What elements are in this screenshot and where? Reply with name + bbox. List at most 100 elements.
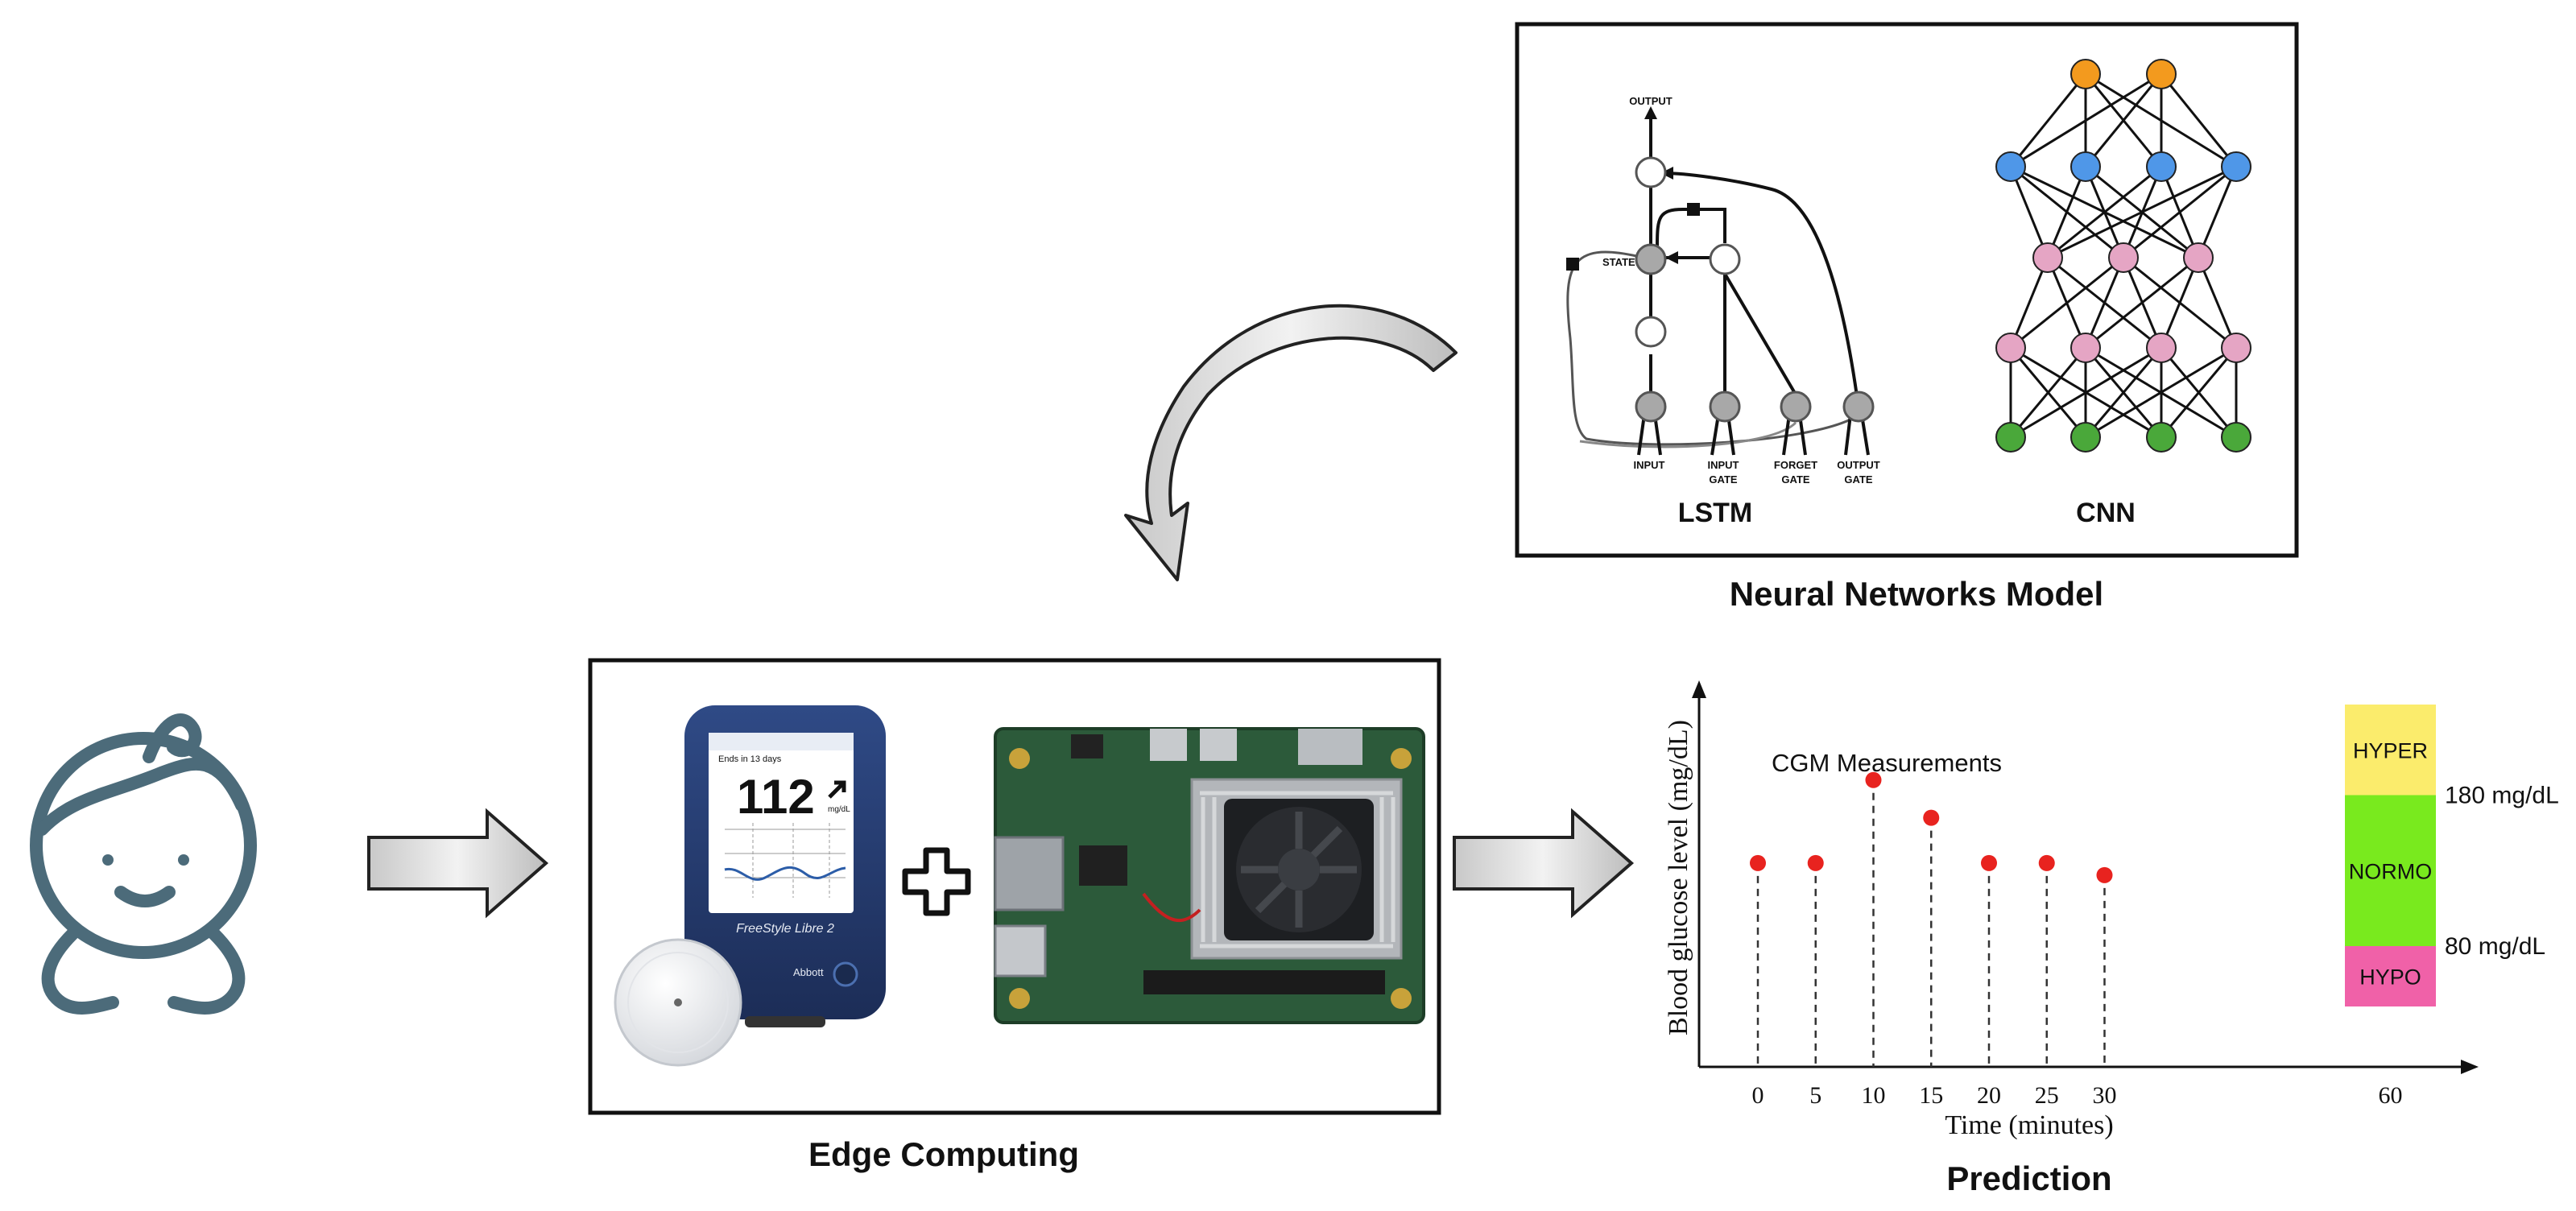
cnn-edge (2009, 166, 2049, 258)
x-tick-label-prediction: 60 (2379, 1082, 2403, 1109)
cnn-node (2070, 151, 2101, 182)
lstm-gate-labels: INPUT INPUT GATE FORGET GATE OUTPUT GATE (1634, 459, 1880, 486)
y-axis-arrowhead (1692, 680, 1706, 698)
cnn-edge (2010, 346, 2162, 439)
cnn-diagram (1995, 59, 2251, 453)
cnn-edge (2009, 73, 2087, 167)
glucose-reader-device: Ends in 13 days 112 mg/dL FreeStyle Libr… (684, 705, 886, 1027)
cgm-point (1750, 854, 1766, 871)
cnn-edge (2009, 347, 2087, 438)
cnn-node (1995, 422, 2026, 453)
cnn-node (2070, 422, 2101, 453)
cnn-node (2070, 333, 2101, 363)
reader-status-line: Ends in 13 days (718, 754, 782, 764)
cnn-node (2146, 59, 2177, 89)
gate-label-input-gate-2: GATE (1709, 473, 1737, 486)
cnn-node (2146, 333, 2177, 363)
cnn-node (2032, 242, 2063, 273)
cnn-edge (2009, 257, 2049, 349)
x-tick-label: 5 (1809, 1082, 1821, 1109)
cnn-edge (2160, 257, 2200, 349)
x-axis-label: Time (minutes) (1945, 1110, 2113, 1140)
zone-hyper (2345, 705, 2436, 796)
cgm-point (2038, 854, 2055, 871)
x-axis-arrowhead (2461, 1060, 2479, 1074)
cnn-node (2146, 151, 2177, 182)
cnn-edge (2160, 347, 2238, 438)
gate-label-input-gate-1: INPUT (1708, 459, 1739, 471)
reader-brand: FreeStyle Libre 2 (736, 922, 834, 936)
cnn-edge (2047, 165, 2162, 259)
x-tick-label: 15 (1919, 1082, 1943, 1109)
cgm-point (2096, 866, 2113, 883)
cnn-edge (2160, 73, 2238, 167)
prediction-chart: HYPER NORMO HYPO 180 mg/dL 80 mg/dL 0 5 10 15 20 2… (1664, 680, 2559, 1140)
x-tick-label: 0 (1752, 1082, 1764, 1109)
gate-label-forget-gate-1: FORGET (1774, 459, 1817, 471)
neural-networks-caption: Neural Networks Model (1730, 575, 2103, 613)
cnn-edge (2085, 346, 2237, 439)
edge-board-device (994, 727, 1425, 1024)
cnn-node (2221, 151, 2251, 182)
curved-arrow-model-to-edge (1124, 304, 1458, 581)
gate-label-output-gate-2: GATE (1844, 473, 1872, 486)
neural-networks-panel (1515, 22, 2299, 558)
cnn-node (2070, 59, 2101, 89)
reader-button (833, 961, 858, 987)
cnn-edge (2197, 166, 2238, 258)
cgm-point (1923, 809, 1940, 826)
cnn-edge (2123, 165, 2237, 259)
cnn-edge (2085, 256, 2199, 349)
cnn-node (2221, 422, 2251, 453)
lstm-state-label: STATE (1602, 256, 1635, 268)
x-tick-label: 10 (1862, 1082, 1886, 1109)
cgm-point (1807, 854, 1824, 871)
x-tick-label: 30 (2093, 1082, 2117, 1109)
reader-unit: mg/dL (828, 805, 850, 814)
reader-maker: Abbott (793, 966, 824, 978)
cnn-edge (2084, 73, 2163, 167)
zone-label: HYPO (2359, 965, 2421, 990)
zone-hypo (2345, 946, 2436, 1006)
reader-mini-chart (724, 823, 846, 898)
cnn-label: CNN (2076, 498, 2136, 528)
cnn-edge (2010, 72, 2162, 168)
zone-label: NORMO (2349, 859, 2433, 883)
cnn-node (2221, 333, 2251, 363)
cgm-point (1981, 854, 1997, 871)
cnn-node (1995, 333, 2026, 363)
cnn-node (2146, 422, 2177, 453)
cgm-sensor (614, 938, 742, 1067)
lstm-nodes (1566, 156, 1875, 423)
cgm-point (1865, 771, 1882, 788)
gate-label-forget-gate-2: GATE (1781, 473, 1809, 486)
zone-normo (2345, 795, 2436, 946)
prediction-caption: Prediction (1946, 1159, 2111, 1197)
zone-label: HYPER (2353, 738, 2428, 763)
lstm-output-label: OUTPUT (1629, 95, 1673, 107)
x-tick-label: 25 (2035, 1082, 2059, 1109)
cnn-node (2183, 242, 2214, 273)
cnn-edge (2047, 165, 2237, 259)
lstm-label: LSTM (1678, 498, 1753, 528)
cnn-edge (2010, 256, 2124, 349)
baby-icon (30, 713, 257, 1015)
y-axis-label: Blood glucose level (mg/dL) (1664, 720, 1693, 1035)
chart-annotation: CGM Measurements (1772, 749, 2002, 777)
cnn-edge (2197, 257, 2238, 349)
cnn-node (2108, 242, 2139, 273)
cnn-node (1995, 151, 2026, 182)
edge-computing-caption: Edge Computing (808, 1135, 1079, 1173)
cnn-edge (2084, 347, 2163, 438)
trend-arrow-icon (828, 780, 846, 799)
reader-glucose-value: 112 (737, 770, 815, 824)
x-tick-label: 20 (1977, 1082, 2001, 1109)
threshold-label: 80 mg/dL (2445, 933, 2545, 960)
plus-sign-icon (902, 847, 971, 916)
gate-label-input: INPUT (1634, 459, 1665, 471)
threshold-label: 180 mg/dL (2445, 783, 2559, 809)
arrow-baby-to-edge (367, 808, 549, 919)
gate-label-output-gate-1: OUTPUT (1837, 459, 1880, 471)
cnn-edge (2084, 257, 2125, 349)
